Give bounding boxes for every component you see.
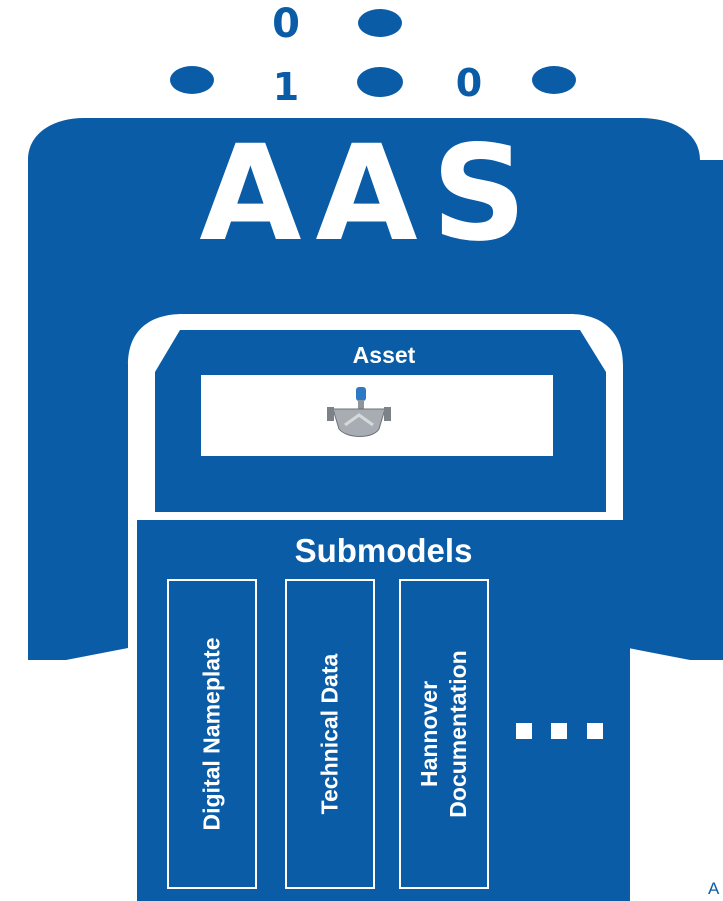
submodel-label: Digital Nameplate bbox=[198, 584, 227, 884]
submodel-label-line: Hannover bbox=[416, 680, 442, 788]
submodel-hannover-documentation: Hannover Documentation bbox=[399, 579, 489, 889]
submodel-digital-nameplate: Digital Nameplate bbox=[167, 579, 257, 889]
bit-dot bbox=[532, 66, 576, 94]
aas-title: AAS bbox=[199, 117, 541, 271]
bit-dot bbox=[357, 67, 403, 97]
ellipsis-icon bbox=[516, 723, 606, 743]
submodels-panel: Submodels Digital Nameplate Technical Da… bbox=[137, 520, 630, 901]
binary-symbols bbox=[170, 9, 576, 97]
asset-title: Asset bbox=[352, 342, 416, 368]
submodel-label-line: Documentation bbox=[445, 650, 471, 818]
bit-dot bbox=[170, 66, 214, 94]
coriolis-flowmeter-icon bbox=[327, 387, 391, 437]
binary-digit: 0 bbox=[456, 61, 482, 105]
binary-digit: 0 bbox=[272, 1, 300, 47]
asset-image-panel bbox=[201, 375, 553, 456]
submodel-label: Hannover Documentation bbox=[415, 584, 473, 884]
submodel-label-line: Digital Nameplate bbox=[198, 637, 225, 831]
submodel-technical-data: Technical Data bbox=[285, 579, 375, 889]
binary-digit: 1 bbox=[273, 65, 299, 109]
bit-dot bbox=[358, 9, 402, 37]
submodels-title: Submodels bbox=[294, 532, 473, 569]
footer-letter: A bbox=[708, 879, 720, 898]
binary-digits: 0 1 0 bbox=[272, 1, 482, 109]
aas-outer-shell bbox=[28, 118, 723, 660]
submodel-label: Technical Data bbox=[316, 584, 345, 884]
submodel-label-line: Technical Data bbox=[316, 653, 343, 815]
